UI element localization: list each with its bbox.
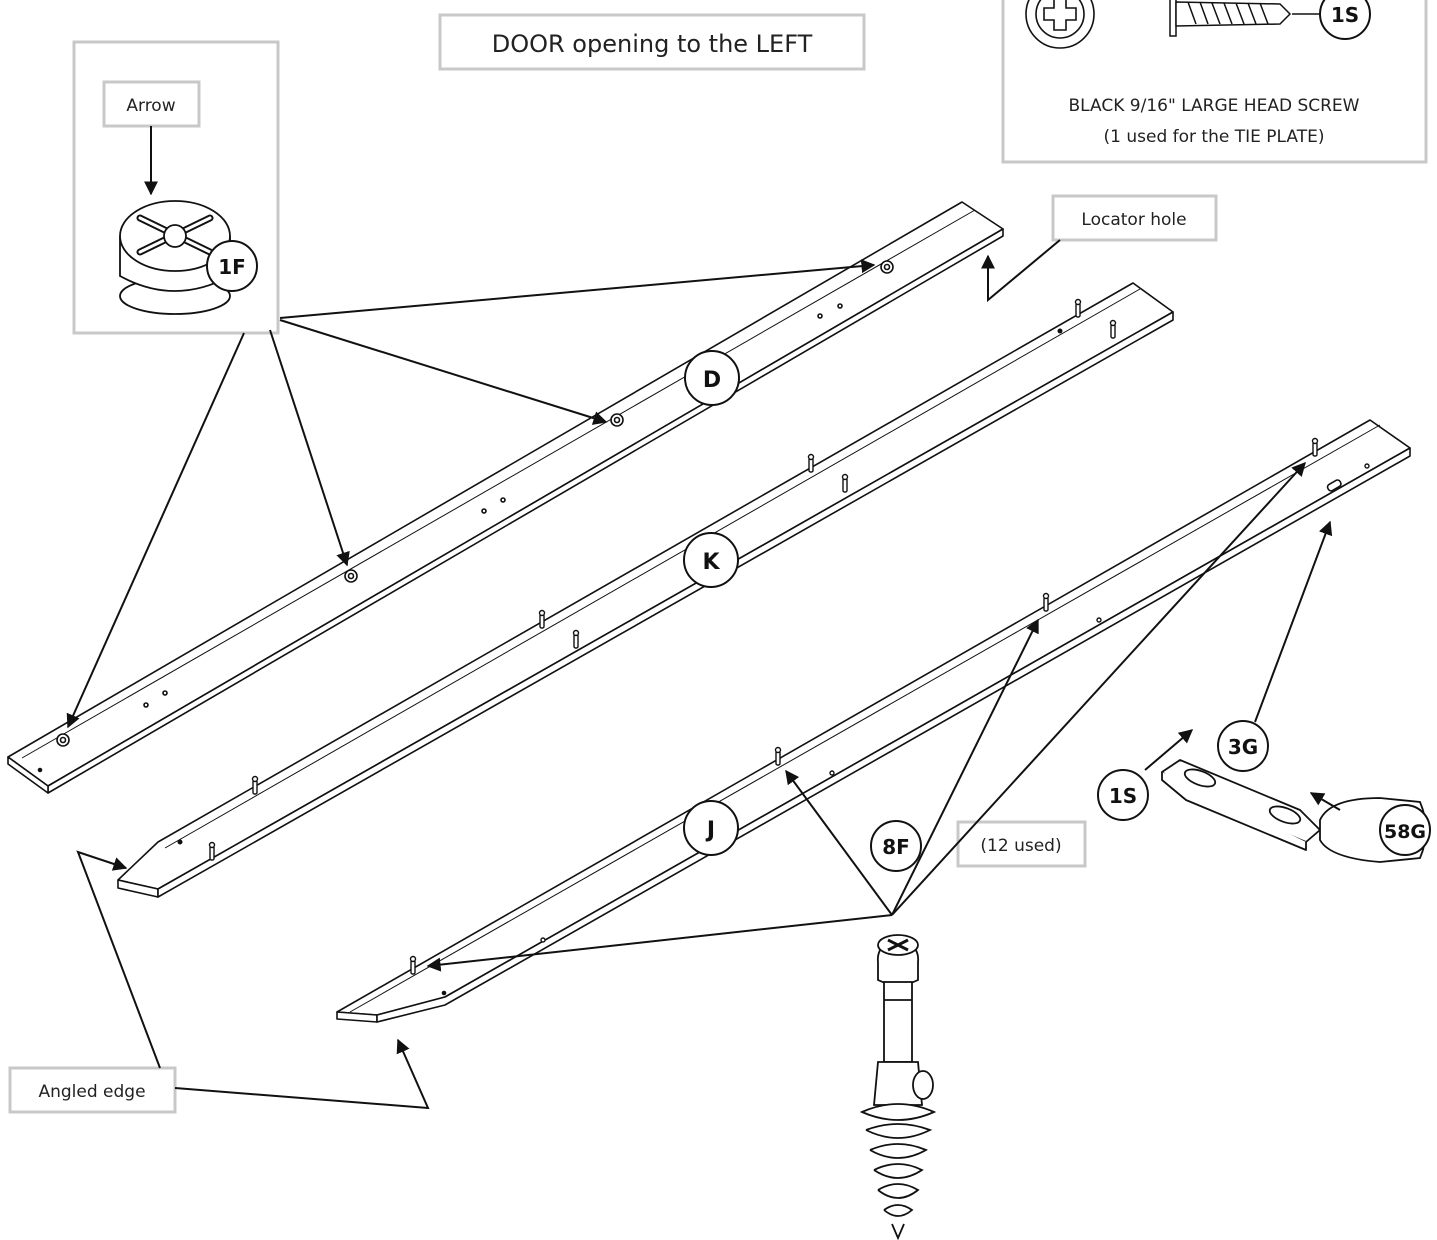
- arrow-label-box: [102, 80, 201, 128]
- cam-lock-part-label: 1F: [218, 255, 246, 279]
- tie-plate-icon: [1161, 759, 1321, 851]
- screw-panel: 1S BLACK 9/16" LARGE HEAD SCREW (1 used …: [1001, 0, 1428, 164]
- cam-lock-badge: 1F: [206, 240, 258, 292]
- board-k: [117, 282, 1174, 898]
- cam-bolt-label: 8F: [882, 835, 910, 859]
- screw-part-badge: 1S: [1319, 0, 1371, 40]
- angled-edge-box: [8, 1066, 177, 1114]
- cam-bolt-badge: 8F: [870, 820, 922, 872]
- used-count-label: (12 used): [980, 836, 1061, 856]
- screw-usage-note: (1 used for the TIE PLATE): [1104, 127, 1325, 147]
- cam-lock-inset: Arrow 1F: [72, 40, 280, 335]
- screw-side-icon: [1169, 0, 1321, 37]
- tie-plate-label: 3G: [1228, 735, 1258, 759]
- k-pins: [177, 298, 1117, 861]
- title-box: [438, 13, 866, 71]
- cam-lock-leaders: [66, 259, 876, 729]
- cover-badge: 58G: [1379, 804, 1431, 856]
- board-d: [7, 201, 1004, 794]
- screw-part-label: 1S: [1331, 3, 1359, 27]
- angled-edge-leaders: [76, 850, 430, 1110]
- board-j-badge: J: [683, 800, 739, 856]
- cam-lock-icon: [119, 200, 231, 315]
- j-pins: [37, 437, 1370, 996]
- arrow-label: Arrow: [126, 96, 175, 116]
- board-d-label: D: [703, 368, 721, 393]
- screw-description: BLACK 9/16" LARGE HEAD SCREW: [1069, 96, 1360, 116]
- cam-bolt-icon: [859, 934, 937, 1240]
- board-k-badge: K: [683, 532, 739, 588]
- locator-hole-box: [1051, 194, 1218, 242]
- cover-label: 58G: [1384, 821, 1426, 843]
- locator-hole-leader: [981, 239, 1061, 303]
- board-j-label: J: [705, 818, 715, 843]
- used-count-box: [956, 820, 1087, 868]
- board-k-label: K: [702, 550, 720, 575]
- screw-badge: 1S: [1097, 769, 1149, 821]
- board-d-badge: D: [684, 350, 740, 406]
- title-text: DOOR opening to the LEFT: [492, 30, 813, 58]
- screw-head-icon: [1025, 0, 1095, 49]
- board-j: [336, 419, 1411, 1023]
- cam-bolt-leaders: [426, 461, 1306, 972]
- screw-label: 1S: [1109, 784, 1137, 808]
- tie-plate-badge: 3G: [1217, 720, 1269, 772]
- locator-hole-label: Locator hole: [1081, 210, 1186, 230]
- tie-plate-leaders: [1144, 520, 1341, 811]
- angled-edge-label: Angled edge: [38, 1082, 145, 1102]
